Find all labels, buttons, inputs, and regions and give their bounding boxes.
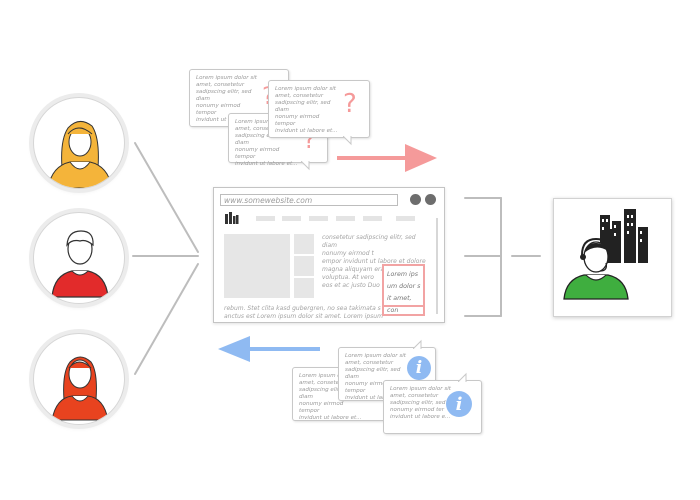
user-avatar-redhead-woman xyxy=(33,333,125,425)
building-logo-icon xyxy=(225,212,239,224)
info-bubble: Lorem ipsum dolor sit amet, consetetur s… xyxy=(383,372,482,434)
image-thumbnail xyxy=(294,278,314,298)
browser-window: www.somewebsite.com consetetur sadipscin… xyxy=(213,187,445,323)
arrow-right-icon xyxy=(337,144,437,172)
arrow-left-icon xyxy=(218,336,320,362)
info-glyph: i xyxy=(455,394,463,415)
user-avatar-blonde-woman xyxy=(33,97,125,189)
info-icon: i xyxy=(407,356,431,380)
window-control-dot[interactable] xyxy=(425,194,436,205)
support-agent-with-city-skyline-icon xyxy=(563,209,648,300)
nav-item[interactable] xyxy=(396,216,415,221)
bubble-text: Lorem ipsum dolor sit amet, consetetur s… xyxy=(390,386,451,420)
bubble-text: Lorem ipsum dolor sit amet, consetetur s… xyxy=(275,86,338,134)
nav-item[interactable] xyxy=(256,216,275,221)
highlight-divider xyxy=(384,305,423,307)
bubble-tail xyxy=(458,372,467,382)
user-avatar-dark-haired-man xyxy=(33,212,125,304)
question-mark-icon: ? xyxy=(343,89,357,119)
scrollbar[interactable] xyxy=(436,218,438,314)
nav-item[interactable] xyxy=(336,216,355,221)
bubble-tail xyxy=(301,161,310,171)
window-control-dot[interactable] xyxy=(410,194,421,205)
image-thumbnail xyxy=(294,256,314,276)
paragraph-text: rebum. Stet clita kasd gubergren, no sea… xyxy=(224,305,383,320)
bubble-tail xyxy=(413,339,422,349)
user-dark-haired-man-icon xyxy=(51,230,109,298)
nav-item[interactable] xyxy=(309,216,328,221)
info-glyph: i xyxy=(415,358,423,378)
highlighted-text: Lorem ips um dolor s it amet, con xyxy=(387,271,421,314)
image-thumbnail xyxy=(294,234,314,254)
highlighted-content-box[interactable]: Lorem ips um dolor s it amet, con xyxy=(382,264,425,316)
info-icon: i xyxy=(446,391,472,417)
address-bar[interactable]: www.somewebsite.com xyxy=(220,194,398,206)
bubble-tail xyxy=(343,136,352,146)
company-support-card xyxy=(553,198,672,317)
nav-item[interactable] xyxy=(282,216,301,221)
user-blonde-woman-icon xyxy=(47,121,113,188)
nav-item[interactable] xyxy=(363,216,382,221)
image-placeholder xyxy=(224,234,290,298)
question-bubble: Lorem ipsum dolor sit amet, consetetur s… xyxy=(268,80,370,146)
user-redhead-woman-icon xyxy=(51,356,109,421)
